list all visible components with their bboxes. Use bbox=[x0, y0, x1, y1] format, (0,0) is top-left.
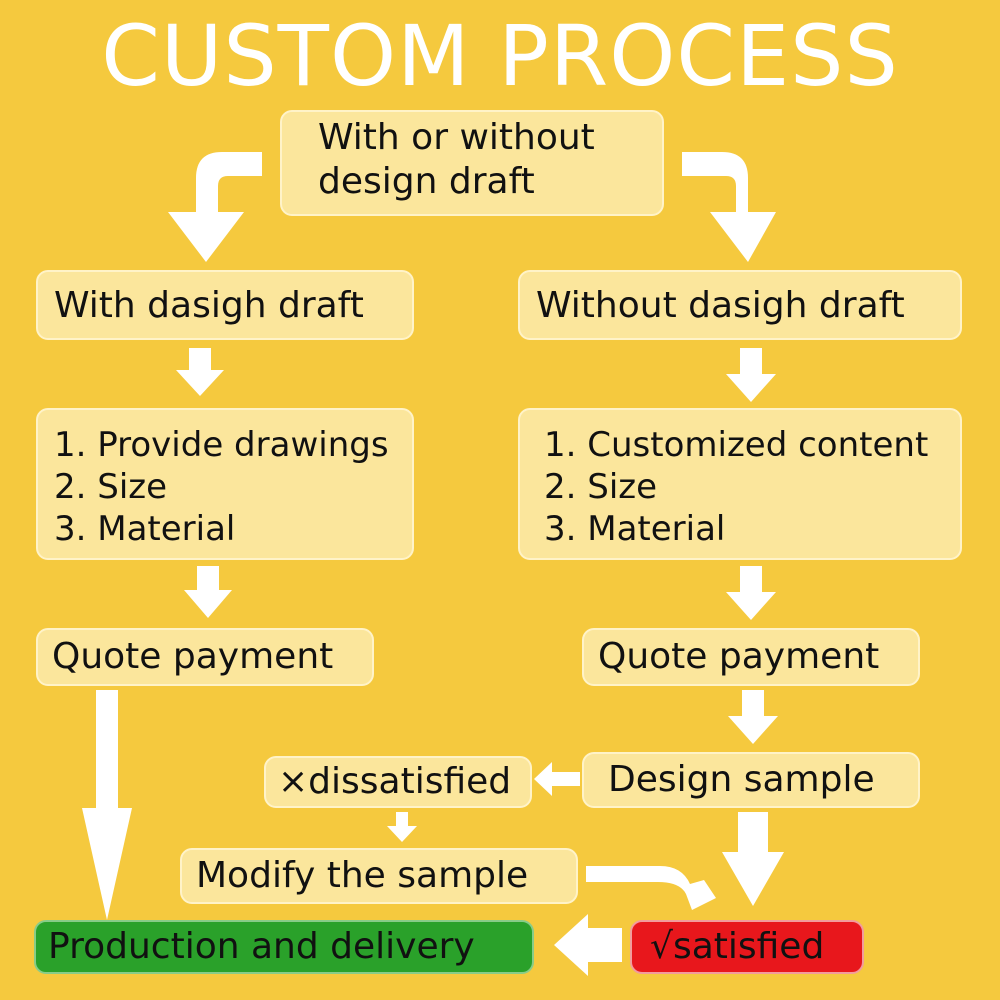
design-sample-node: Design sample bbox=[582, 752, 920, 808]
right-list-item-1: 1. Customized content bbox=[544, 425, 929, 465]
arrow-design-to-satisfied bbox=[722, 812, 784, 906]
left-list-node: 1. Provide drawings 2. Size 3. Material bbox=[36, 408, 414, 560]
page-title: CUSTOM PROCESS bbox=[101, 7, 899, 105]
left-list-item-3: 3. Material bbox=[54, 509, 236, 549]
arrow-start-to-left bbox=[168, 152, 262, 262]
satisfied-node: √satisfied bbox=[630, 920, 864, 974]
arrow-right-list-to-quote bbox=[726, 566, 776, 620]
arrow-right-branch-to-list bbox=[726, 348, 776, 402]
modify-sample-node: Modify the sample bbox=[180, 848, 578, 904]
right-branch-node: Without dasigh draft bbox=[518, 270, 962, 340]
right-list-node: 1. Customized content 2. Size 3. Materia… bbox=[518, 408, 962, 560]
start-line-1: With or without bbox=[318, 117, 595, 158]
left-branch-node: With dasigh draft bbox=[36, 270, 414, 340]
arrow-modify-to-satisfied bbox=[586, 866, 716, 910]
dissatisfied-node: ×dissatisfied bbox=[264, 756, 532, 808]
left-list-item-2: 2. Size bbox=[54, 467, 168, 507]
arrow-start-to-right bbox=[682, 152, 776, 262]
arrow-left-list-to-quote bbox=[184, 566, 232, 618]
start-line-2: design draft bbox=[318, 161, 535, 202]
left-list-item-1: 1. Provide drawings bbox=[54, 425, 389, 465]
arrow-dissatisfied-to-modify bbox=[387, 812, 417, 842]
right-quote-node: Quote payment bbox=[582, 628, 920, 686]
right-list-item-3: 3. Material bbox=[544, 509, 726, 549]
arrow-right-quote-to-design bbox=[728, 690, 778, 744]
arrow-left-branch-to-list bbox=[176, 348, 224, 396]
arrow-quote-to-production bbox=[82, 690, 132, 920]
start-node: With or without design draft bbox=[280, 110, 664, 216]
production-node: Production and delivery bbox=[34, 920, 534, 974]
right-list-item-2: 2. Size bbox=[544, 467, 658, 507]
left-quote-node: Quote payment bbox=[36, 628, 374, 686]
arrow-design-to-dissatisfied bbox=[534, 762, 580, 796]
arrow-satisfied-to-production bbox=[554, 914, 622, 976]
